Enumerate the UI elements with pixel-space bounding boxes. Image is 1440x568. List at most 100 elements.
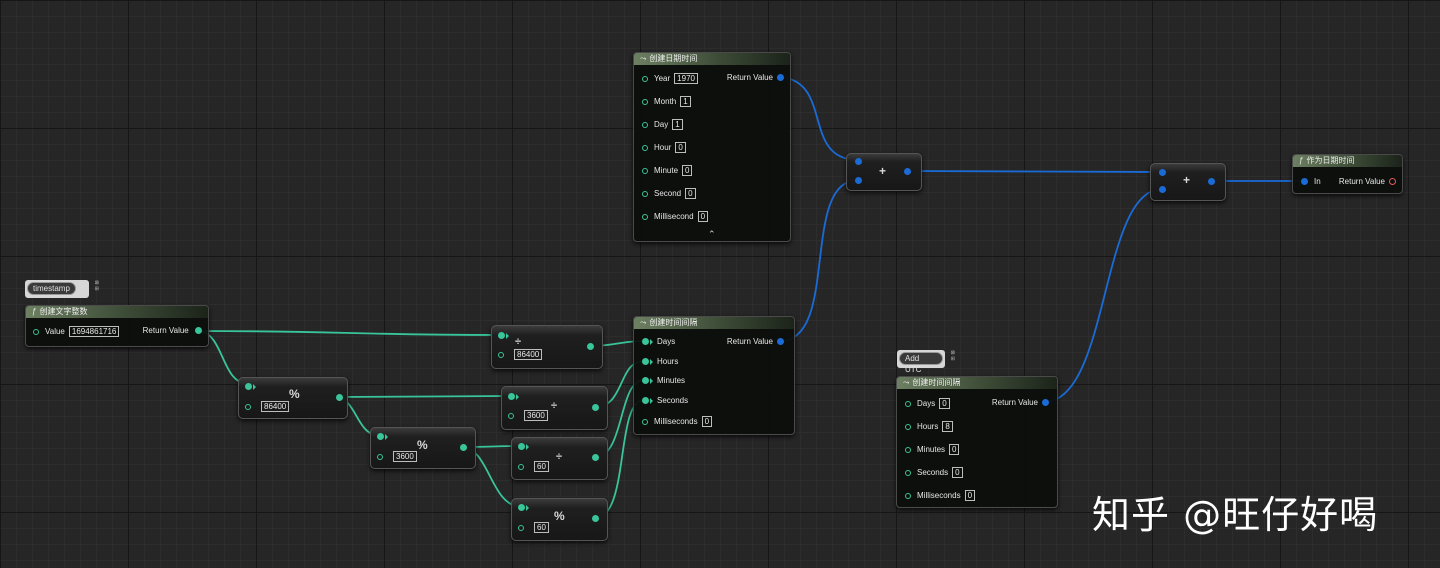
operator-symbol: % <box>417 438 428 452</box>
millisecond-pin[interactable] <box>642 213 648 220</box>
make-timespan-node[interactable]: ⤳创建时间间隔 Days Hours Minutes Seconds Milli… <box>633 316 795 435</box>
input-a-pin[interactable] <box>377 433 384 441</box>
comment-collapse-icon[interactable]: ⊠⊞ <box>950 350 955 362</box>
input-a-pin[interactable] <box>508 393 515 401</box>
modulo-3600-node[interactable]: 3600 % <box>370 427 476 469</box>
divide-86400-node[interactable]: 86400 ÷ <box>491 325 603 369</box>
second-pin[interactable] <box>642 190 648 197</box>
month-pin[interactable] <box>642 98 648 105</box>
output-pin[interactable] <box>904 168 911 175</box>
return-pin[interactable] <box>777 338 784 346</box>
input-b-pin[interactable] <box>518 463 524 470</box>
divide-60-node[interactable]: 60 ÷ <box>511 437 608 480</box>
input-b-pin[interactable] <box>498 351 504 358</box>
value-input[interactable]: 86400 <box>514 349 543 361</box>
hours-pin[interactable] <box>642 358 649 366</box>
output-pin[interactable] <box>336 394 343 401</box>
days-input[interactable]: 0 <box>939 398 950 410</box>
output-pin[interactable] <box>460 444 467 451</box>
day-input[interactable]: 1 <box>672 119 683 131</box>
value-pin[interactable] <box>33 328 39 335</box>
seconds-pin[interactable] <box>642 397 649 405</box>
hour-pin[interactable] <box>642 144 648 151</box>
input-b-row: 3600 <box>508 410 548 422</box>
add-datetime-node[interactable]: + <box>846 153 922 191</box>
struct-icon: ⤳ <box>903 378 910 387</box>
value-input[interactable]: 60 <box>534 522 549 534</box>
comment-collapse-icon[interactable]: ⊠⊞ <box>94 280 99 292</box>
node-title: 创建日期时间 <box>649 54 698 63</box>
modulo-60-node[interactable]: 60 % <box>511 498 608 541</box>
second-input[interactable]: 0 <box>685 188 696 200</box>
value-input[interactable]: 3600 <box>524 410 548 422</box>
minutes-pin[interactable] <box>642 377 649 385</box>
days-pin[interactable] <box>642 338 649 346</box>
day-pin[interactable] <box>642 121 648 128</box>
hours-pin[interactable] <box>905 423 911 430</box>
minutes-pin[interactable] <box>905 446 911 453</box>
minutes-input[interactable]: 0 <box>949 444 960 456</box>
return-pin[interactable] <box>1389 178 1396 186</box>
pin-label: Month <box>654 97 677 106</box>
return-pin-row: Return Value <box>727 72 784 84</box>
wire-add1-to-add2 <box>906 170 1163 173</box>
value-input[interactable]: 86400 <box>261 401 290 413</box>
milliseconds-input[interactable]: 0 <box>701 416 713 428</box>
hours-input[interactable]: 8 <box>942 421 953 433</box>
input-a-pin[interactable] <box>518 504 525 512</box>
input-a-pin[interactable] <box>1159 169 1166 176</box>
node-title: 创建文字整数 <box>39 307 88 316</box>
return-pin[interactable] <box>777 74 784 82</box>
input-b-pin[interactable] <box>377 453 383 460</box>
in-pin[interactable] <box>1301 178 1308 186</box>
input-b-pin[interactable] <box>855 177 862 184</box>
output-pin[interactable] <box>592 515 599 522</box>
input-a-pin[interactable] <box>498 332 505 340</box>
minute-pin[interactable] <box>642 167 648 174</box>
milliseconds-input[interactable]: 0 <box>964 490 976 502</box>
timestamp-comment[interactable]: timestamp ⊠⊞ <box>25 280 99 298</box>
year-pin[interactable] <box>642 75 648 82</box>
input-b-pin[interactable] <box>245 403 251 410</box>
output-pin[interactable] <box>592 454 599 461</box>
output-pin[interactable] <box>587 343 594 350</box>
add-utc-comment[interactable]: Add UTC ⊠⊞ <box>897 350 955 374</box>
input-b-pin[interactable] <box>1159 186 1166 193</box>
milliseconds-pin[interactable] <box>642 418 648 425</box>
collapse-arrow-icon[interactable]: ⌃ <box>708 229 716 239</box>
seconds-pin[interactable] <box>905 469 911 476</box>
year-input[interactable]: 1970 <box>674 73 698 85</box>
milliseconds-pin[interactable] <box>905 492 911 499</box>
return-pin[interactable] <box>195 327 202 335</box>
output-pin[interactable] <box>592 404 599 411</box>
value-input[interactable]: 3600 <box>393 451 417 463</box>
input-a-pin[interactable] <box>518 443 525 451</box>
millisecond-input[interactable]: 0 <box>697 211 709 223</box>
seconds-input[interactable]: 0 <box>952 467 963 479</box>
minute-input[interactable]: 0 <box>682 165 693 177</box>
return-pin-row: Return Value <box>1339 176 1396 188</box>
days-pin[interactable] <box>905 400 911 407</box>
divide-3600-node[interactable]: 3600 ÷ <box>501 386 608 430</box>
input-b-pin[interactable] <box>518 524 524 531</box>
add-utc-offset-node[interactable]: + <box>1150 163 1226 201</box>
function-icon: ƒ <box>32 307 37 316</box>
month-input[interactable]: 1 <box>680 96 691 108</box>
hour-input[interactable]: 0 <box>675 142 686 154</box>
return-pin[interactable] <box>1042 399 1049 407</box>
input-a-pin[interactable] <box>855 158 862 165</box>
modulo-86400-node[interactable]: 86400 % <box>238 377 348 419</box>
output-pin[interactable] <box>1208 178 1215 185</box>
input-b-pin[interactable] <box>508 412 514 419</box>
node-title: 创建时间间隔 <box>912 378 961 387</box>
input-a-pin[interactable] <box>245 383 252 391</box>
value-input[interactable]: 60 <box>534 461 549 473</box>
operator-symbol: % <box>289 387 300 401</box>
value-input[interactable]: 1694861716 <box>68 326 120 338</box>
